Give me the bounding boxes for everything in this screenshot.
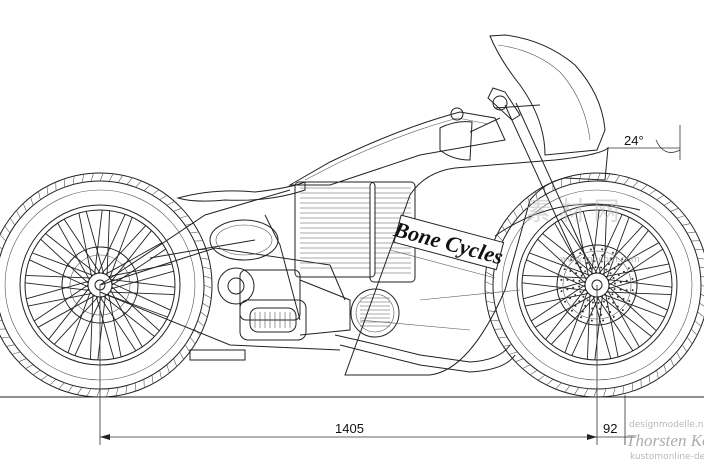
tank-logo: Bone Cycles	[390, 214, 506, 271]
svg-text:www.mocom.com: www.mocom.com	[560, 255, 640, 265]
seat	[176, 181, 306, 202]
exhaust-pipe	[334, 334, 511, 363]
oil-tank	[209, 219, 279, 261]
frame	[99, 189, 346, 361]
wheelbase-dimension: 1405	[99, 285, 598, 445]
handlebar	[469, 87, 521, 133]
svg-text:92: 92	[603, 421, 617, 436]
svg-text:1405: 1405	[335, 421, 364, 436]
svg-text:kustomonline-design: kustomonline-design	[630, 452, 704, 462]
svg-text:素 材 网: 素 材 网	[525, 197, 620, 227]
front-wheel	[484, 172, 704, 398]
svg-text:designmodelle.net: designmodelle.net	[629, 420, 704, 430]
watermark: 素 材 网 www.mocom.com designmodelle.net Th…	[525, 197, 704, 462]
svg-text:Thorsten Ko: Thorsten Ko	[626, 431, 704, 450]
v-twin-engine	[217, 181, 416, 341]
svg-text:Bone Cycles: Bone Cycles	[390, 216, 505, 269]
svg-text:24°: 24°	[624, 133, 644, 148]
fuel-tank	[288, 107, 506, 186]
rake-angle-dimension: 24°	[607, 125, 681, 160]
rear-wheel	[0, 172, 213, 398]
front-fork	[494, 102, 593, 276]
front-fairing	[489, 34, 606, 156]
front-extension-dimension: 92	[597, 395, 635, 445]
air-cleaner	[350, 288, 400, 338]
front-fender	[494, 203, 641, 237]
